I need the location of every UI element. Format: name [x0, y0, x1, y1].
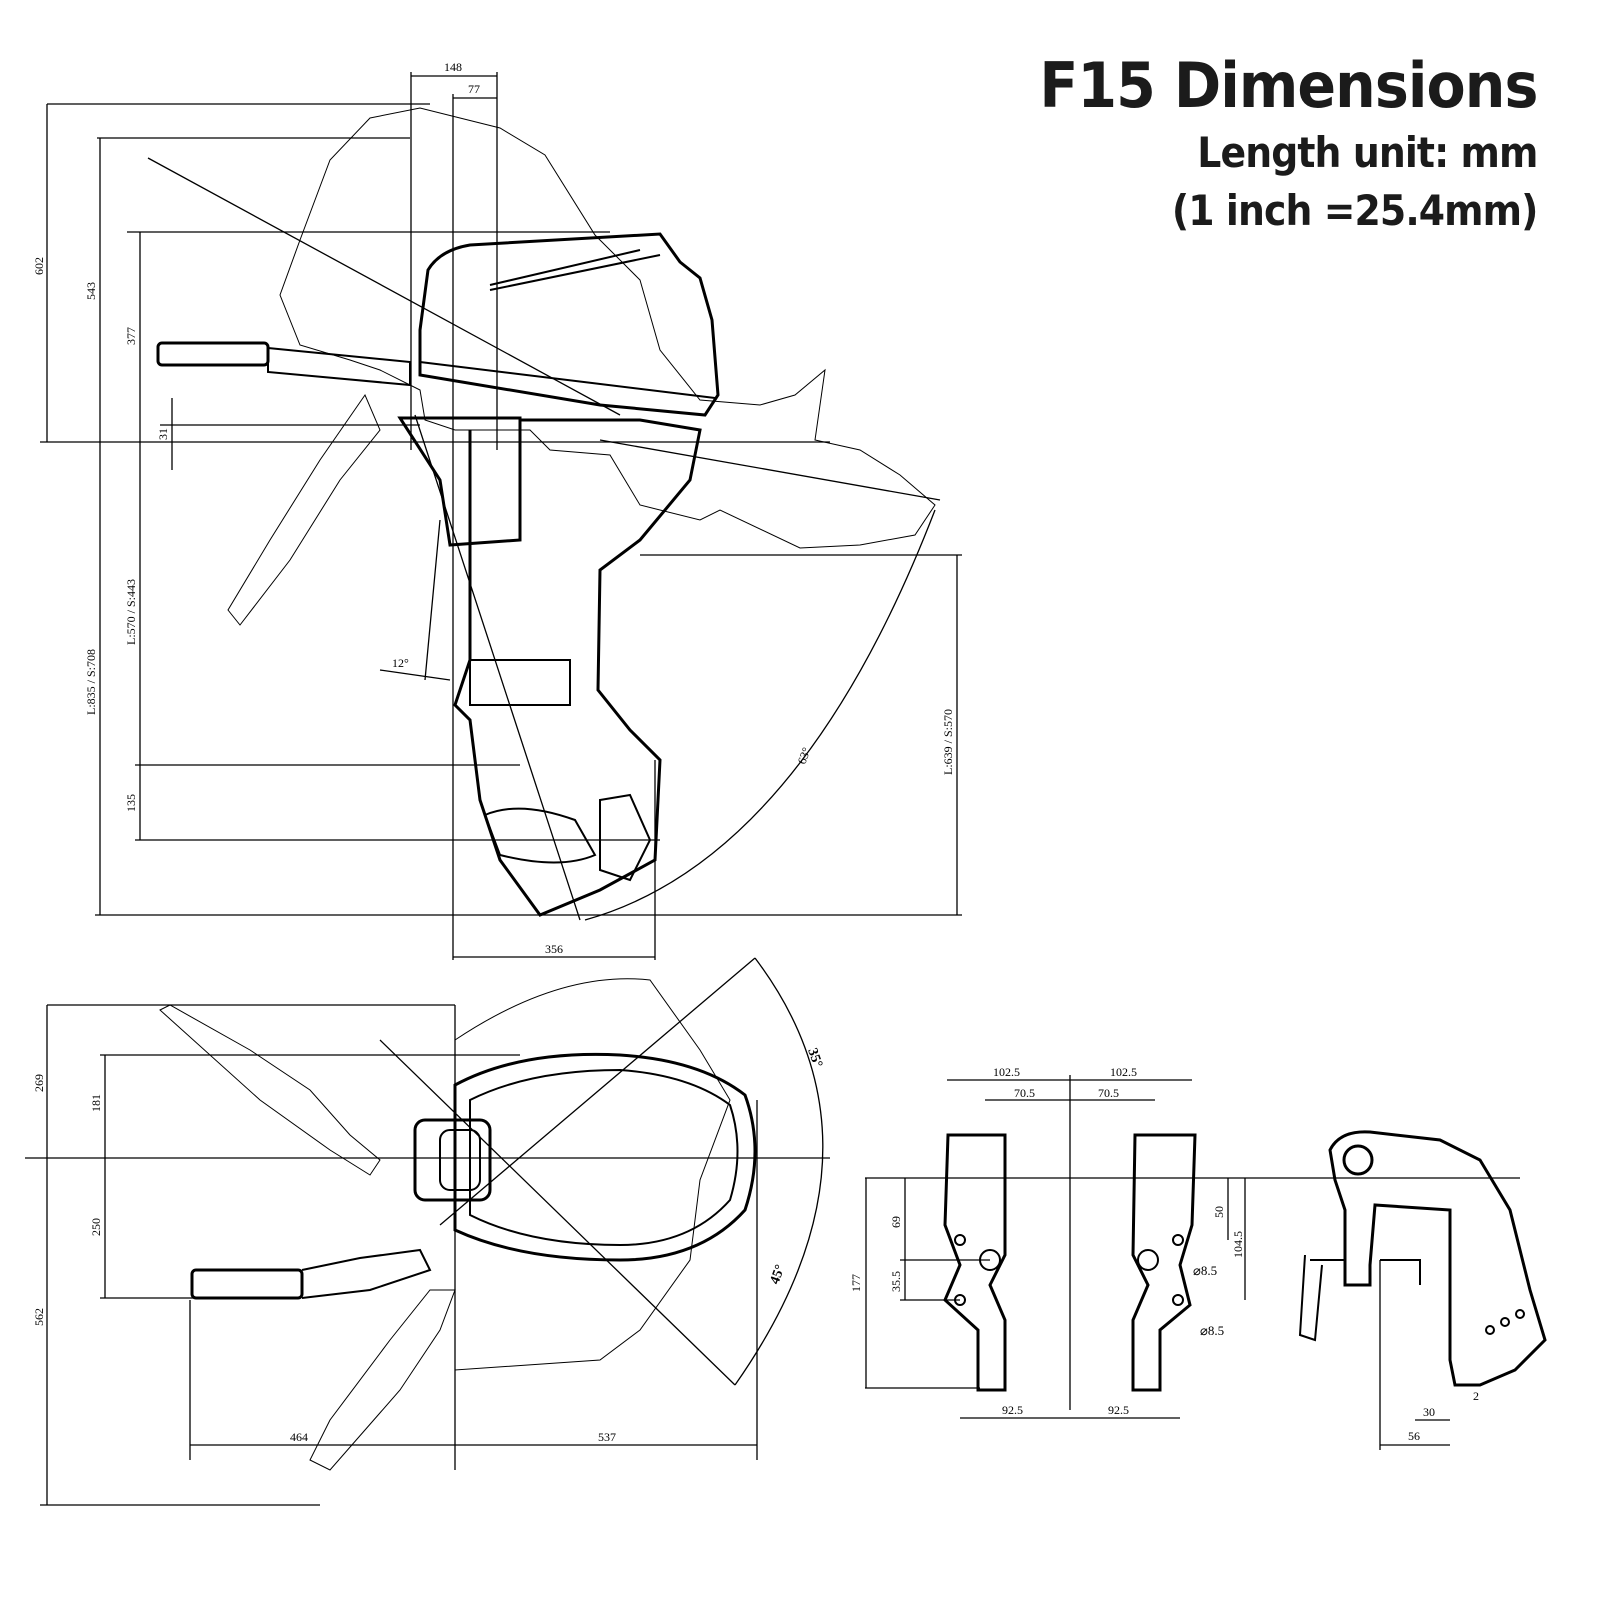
lower-shaft	[455, 420, 700, 915]
tilt-arc	[585, 510, 935, 920]
clamp-eye	[1344, 1146, 1372, 1174]
angle-line	[380, 670, 450, 680]
clamp-bracket	[400, 418, 520, 545]
dim-70-5-right-label: 70.5	[1098, 1086, 1119, 1100]
tilted-leg-ghost	[228, 395, 380, 625]
angle-line	[425, 520, 440, 680]
clamp-screw	[1300, 1255, 1420, 1340]
dim-50-label: 50	[1212, 1206, 1226, 1218]
dim-377-label: 377	[124, 327, 138, 345]
clamp-hole	[1501, 1318, 1509, 1326]
angle-12-label: 12°	[392, 656, 409, 670]
dim-464-label: 464	[290, 1430, 308, 1444]
top-view: 269 181 250 562 464 537 35° 45°	[25, 958, 830, 1505]
dim-56-label: 56	[1408, 1429, 1420, 1443]
dim-92-5-right-label: 92.5	[1108, 1403, 1129, 1417]
angle-line	[148, 158, 620, 415]
dim-602-label: 602	[32, 257, 46, 275]
side-view: 602 543 377 31 L:835 / S:708 L:570 / S:4…	[32, 60, 962, 960]
hole-upper-label: ⌀8.5	[1193, 1263, 1217, 1278]
top-bracket	[415, 1120, 490, 1200]
dim-543-label: 543	[84, 282, 98, 300]
clamp-hole	[1486, 1326, 1494, 1334]
dim-31-label: 31	[156, 428, 170, 440]
top-tiller-arm	[302, 1250, 430, 1298]
top-tiller-ghost-upper	[160, 1005, 380, 1175]
dim-570-443-label: L:570 / S:443	[124, 579, 138, 645]
top-ghost-outline	[455, 979, 730, 1370]
dim-30-label: 30	[1423, 1405, 1435, 1419]
dim-181-label: 181	[89, 1094, 103, 1112]
tiller-arm	[268, 348, 410, 385]
tiller-grip[interactable]	[158, 343, 268, 365]
dim-70-5-left-label: 70.5	[1014, 1086, 1035, 1100]
dim-69-label: 69	[889, 1216, 903, 1228]
propeller	[485, 795, 650, 880]
dim-135-label: 135	[124, 794, 138, 812]
bracket-right	[1133, 1135, 1195, 1390]
dim-835-708-label: L:835 / S:708	[84, 649, 98, 715]
bracket-left	[945, 1135, 1005, 1390]
steer-arc	[735, 958, 823, 1385]
dim-639-570-label: L:639 / S:570	[941, 709, 955, 775]
cowling-stripe	[490, 250, 660, 290]
bracket-left-hole	[955, 1235, 965, 1245]
dim-177-label: 177	[849, 1274, 863, 1292]
bracket-right-hole	[1173, 1295, 1183, 1305]
clamp-profile	[1330, 1132, 1545, 1385]
dim-35-5-label: 35.5	[889, 1271, 903, 1292]
dim-2-label: 2	[1473, 1389, 1479, 1403]
dim-269-label: 269	[32, 1074, 46, 1092]
angle-45-label: 45°	[768, 1263, 789, 1287]
top-tiller-grip[interactable]	[192, 1270, 302, 1298]
shaft-housing	[470, 660, 570, 705]
dim-537-label: 537	[598, 1430, 616, 1444]
top-bracket-inner	[440, 1130, 480, 1190]
dim-77-label: 77	[468, 82, 480, 96]
dim-102-5-right-label: 102.5	[1110, 1065, 1137, 1079]
cowling-line	[420, 362, 715, 398]
dim-562-label: 562	[32, 1308, 46, 1326]
bracket-right-hole	[1173, 1235, 1183, 1245]
dim-356-label: 356	[545, 942, 563, 956]
angle-line	[380, 1040, 735, 1385]
bracket-right-pivot	[1138, 1250, 1158, 1270]
angle-line	[415, 415, 580, 920]
dim-148-label: 148	[444, 60, 462, 74]
clamp-hole	[1516, 1310, 1524, 1318]
dim-92-5-left-label: 92.5	[1002, 1403, 1023, 1417]
angle-line	[600, 440, 940, 500]
hole-lower-label: ⌀8.5	[1200, 1323, 1224, 1338]
top-tiller-ghost-lower	[310, 1290, 455, 1470]
dim-102-5-left-label: 102.5	[993, 1065, 1020, 1079]
dim-104-5-label: 104.5	[1231, 1231, 1245, 1258]
bracket-view: 102.5 102.5 70.5 70.5 92.5 92.5 69 35.5 …	[849, 1065, 1545, 1450]
dim-250-label: 250	[89, 1218, 103, 1236]
angle-35-label: 35°	[804, 1046, 825, 1070]
